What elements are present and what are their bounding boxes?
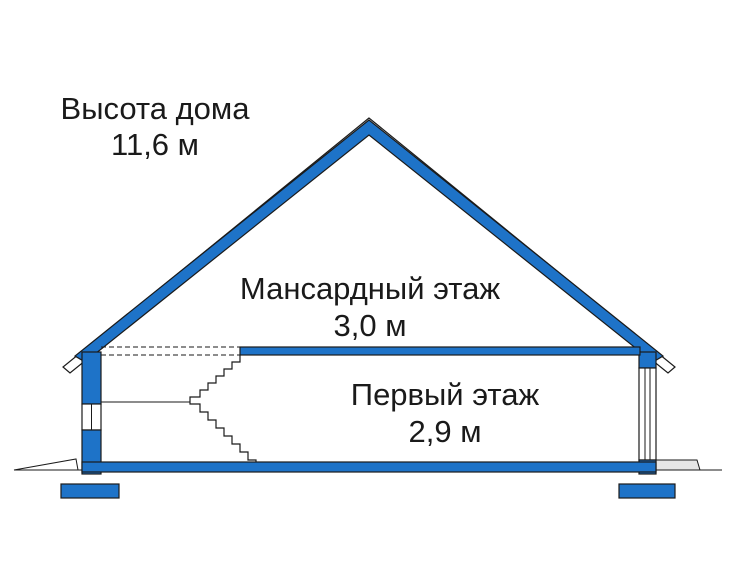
roof	[62, 117, 676, 374]
first-floor-value: 2,9 м	[408, 414, 482, 449]
attic-floor-value: 3,0 м	[333, 308, 407, 343]
ground-floor-slab	[81, 461, 657, 473]
first-floor-title: Первый этаж	[350, 377, 540, 412]
left-wall	[81, 351, 102, 475]
right-wall	[638, 351, 657, 475]
attic-floor-title: Мансардный этаж	[239, 271, 501, 306]
right-foundation	[618, 483, 676, 499]
attic-floor-slab	[101, 346, 641, 356]
staircase	[189, 355, 257, 462]
house-height-title: Высота дома	[60, 91, 250, 126]
left-foundation	[60, 483, 120, 499]
house-height-value: 11,6 м	[111, 127, 199, 162]
